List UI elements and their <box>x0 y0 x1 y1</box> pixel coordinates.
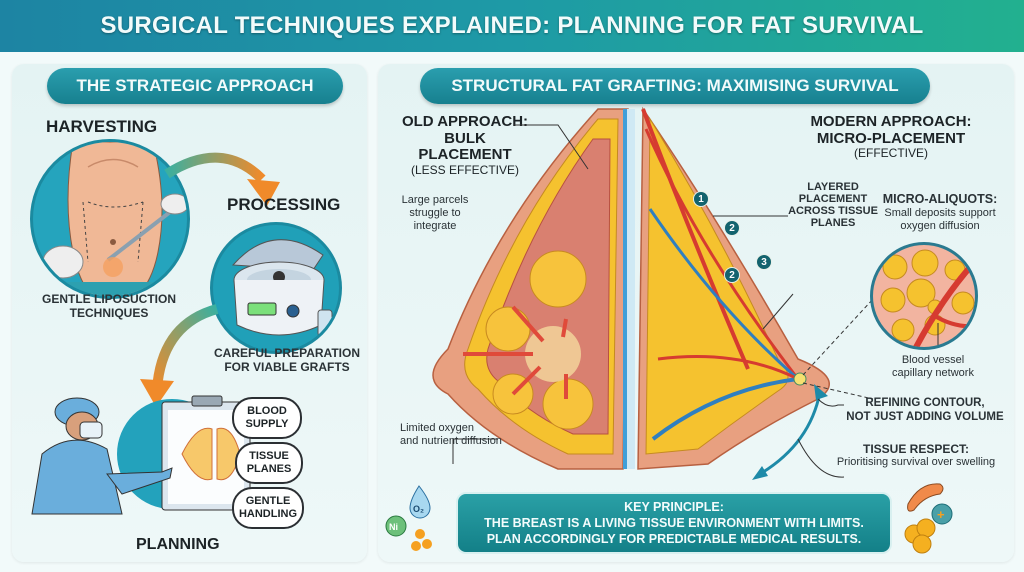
fat-grafting-panel: STRUCTURAL FAT GRAFTING: MAXIMISING SURV… <box>378 64 1014 562</box>
oxygen-nitrogen-molecules-icon: O₂ Ni <box>385 485 432 551</box>
layered-placement-label: LAYERED PLACEMENT ACROSS TISSUE PLANES <box>788 181 878 230</box>
processing-caption: CAREFUL PREPARATION FOR VIABLE GRAFTS <box>213 346 360 375</box>
svg-text:O₂: O₂ <box>413 504 424 514</box>
layer-badge-1: 1 <box>693 191 709 207</box>
page-title: SURGICAL TECHNIQUES EXPLAINED: PLANNING … <box>100 12 924 39</box>
key-principle-box: KEY PRINCIPLE: THE BREAST IS A LIVING TI… <box>456 492 892 554</box>
flow-arrow-icon <box>140 304 219 407</box>
surgeon-clipboard-icon <box>31 394 252 515</box>
cell-health-icons: + <box>904 483 953 554</box>
breast-cross-section-diagram <box>432 106 874 470</box>
limited-oxygen-note: Limited oxygen and nutrient diffusion <box>400 422 502 448</box>
refining-contour-label: REFINING CONTOUR, NOT JUST ADDING VOLUME <box>846 397 1004 423</box>
header-banner: SURGICAL TECHNIQUES EXPLAINED: PLANNING … <box>0 0 1024 52</box>
svg-text:+: + <box>937 507 945 522</box>
centrifuge-icon <box>210 222 342 354</box>
strategic-approach-title: THE STRATEGIC APPROACH <box>47 68 343 104</box>
large-parcels-note: Large parcels struggle to integrate <box>401 194 469 233</box>
flow-arrow-icon <box>164 152 280 206</box>
old-approach-header: OLD APPROACH: BULK PLACEMENT (LESS EFFEC… <box>401 113 529 177</box>
modern-approach-header: MODERN APPROACH: MICRO-PLACEMENT (EFFECT… <box>810 113 972 160</box>
tissue-respect-label: TISSUE RESPECT: Prioritising survival ov… <box>836 442 996 469</box>
strategic-approach-panel: THE STRATEGIC APPROACH HARVESTING <box>12 64 367 562</box>
planning-heading: PLANNING <box>136 536 220 553</box>
processing-heading: PROCESSING <box>227 195 341 214</box>
abdomen-liposuction-icon <box>30 139 190 299</box>
harvesting-heading: HARVESTING <box>46 117 158 136</box>
micro-aliquots-label: MICRO-ALIQUOTS: Small deposits support o… <box>882 192 998 233</box>
micro-aliquot-magnifier-icon <box>870 242 978 350</box>
layer-badge-2b: 2 <box>724 267 740 283</box>
contour-arrow-icon <box>752 384 828 480</box>
blood-vessel-label: Blood vessel capillary network <box>892 354 974 380</box>
fat-grafting-title: STRUCTURAL FAT GRAFTING: MAXIMISING SURV… <box>420 68 930 104</box>
svg-text:Ni: Ni <box>389 522 398 532</box>
layer-badge-2: 2 <box>724 220 740 236</box>
layer-badge-3: 3 <box>756 254 772 270</box>
harvesting-caption: GENTLE LIPOSUCTION TECHNIQUES <box>41 292 176 321</box>
